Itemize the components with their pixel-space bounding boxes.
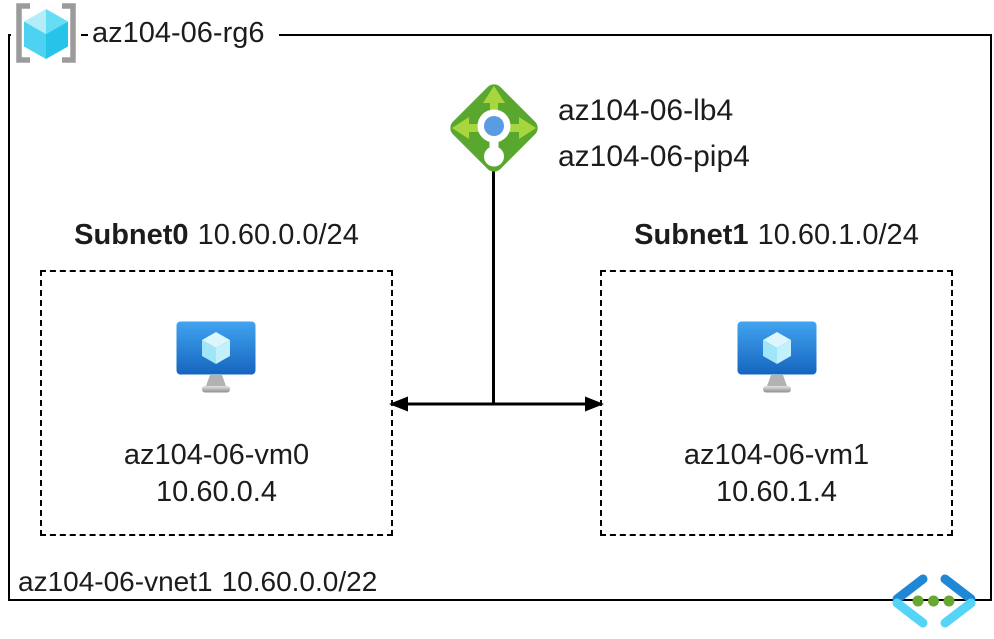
subnet0-cidr: 10.60.0.0/24: [197, 219, 359, 251]
resource-group-name: az104-06-rg6: [88, 13, 279, 53]
vm0-name: az104-06-vm0: [123, 439, 310, 471]
vm1-ip: 10.60.1.4: [716, 476, 837, 508]
vm1-name: az104-06-vm1: [683, 439, 870, 471]
subnet1-cidr: 10.60.1.0/24: [757, 219, 919, 251]
virtual-machine-icon: [737, 321, 817, 395]
load-balancer-name: az104-06-lb4: [558, 94, 734, 127]
vnet-name: az104-06-vnet1: [18, 566, 213, 597]
load-balancer-labels: az104-06-lb4 az104-06-pip4: [558, 88, 750, 180]
vnet-cidr: 10.60.0.0/22: [221, 566, 378, 597]
virtual-machine-icon: [176, 321, 256, 395]
subnet1-name: Subnet1: [634, 219, 749, 251]
resource-group-icon: [11, 2, 81, 64]
vm0-ip: 10.60.0.4: [156, 476, 277, 508]
vm0-labels: az104-06-vm0 10.60.0.4: [40, 437, 393, 511]
virtual-network-icon: [888, 572, 980, 628]
load-balancer-icon: [445, 79, 543, 177]
resource-group-box: [8, 34, 992, 601]
vnet-label: az104-06-vnet1 10.60.0.0/22: [18, 566, 377, 598]
subnet0-name: Subnet0: [74, 219, 189, 251]
subnet0-box: [40, 270, 393, 536]
public-ip-name: az104-06-pip4: [558, 140, 750, 173]
subnet1-box: [600, 270, 953, 536]
vm1-labels: az104-06-vm1 10.60.1.4: [600, 437, 953, 511]
